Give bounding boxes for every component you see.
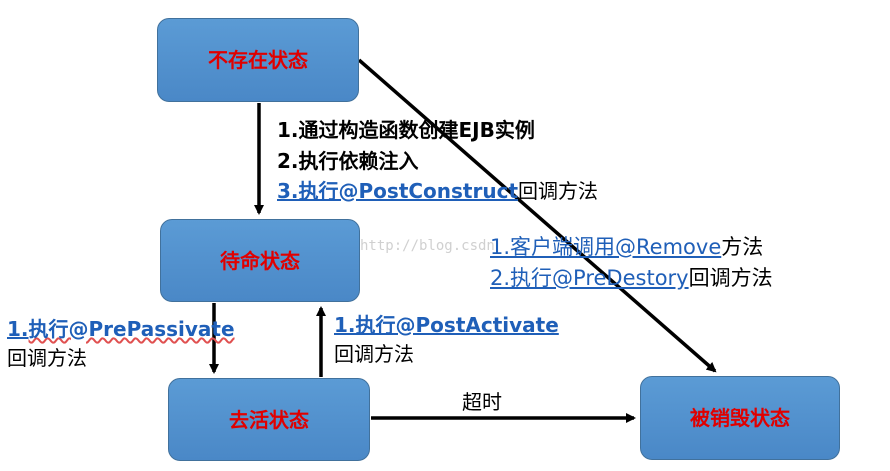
timeout-label: 超时 (462, 390, 502, 414)
create-step-2: 2.执行依赖注入 (277, 151, 419, 171)
activate-step-1: 1.执行@PostActivate (334, 315, 559, 335)
state-nonexistent-label: 不存在状态 (208, 48, 308, 72)
create-step-3: 3.执行@PostConstruct回调方法 (277, 181, 598, 201)
passivate-step-2: 回调方法 (7, 348, 87, 368)
create-step-2-text: 2.执行依赖注入 (277, 149, 419, 173)
destroy-step-2: 2.执行@PreDestory回调方法 (490, 268, 773, 289)
blog-watermark: http://blog.csdn (360, 238, 495, 254)
destroy-step-1-link[interactable]: 1.客户端调用@Remove (490, 235, 722, 259)
activate-step-2: 回调方法 (334, 344, 414, 364)
activate-step-2-text: 回调方法 (334, 342, 414, 366)
passivate-step-2-text: 回调方法 (7, 346, 87, 370)
destroy-step-2-link[interactable]: 2.执行@PreDestory (490, 266, 689, 290)
create-step-3-suffix: 回调方法 (518, 179, 599, 203)
destroy-step-1-suffix: 方法 (721, 235, 764, 259)
state-ready-label: 待命状态 (220, 248, 300, 273)
state-destroyed: 被销毁状态 (640, 376, 840, 460)
destroy-step-2-suffix: 回调方法 (688, 266, 773, 290)
state-passivated-label: 去活状态 (229, 407, 309, 432)
activate-step-1-link[interactable]: 1.执行@PostActivate (334, 313, 559, 337)
passivate-step-1-link[interactable]: 执行@PrePassivate (28, 317, 235, 341)
passivate-step-1: 1.执行@PrePassivate (7, 319, 235, 339)
state-passivated: 去活状态 (168, 378, 370, 461)
create-step-3-link[interactable]: 3.执行@PostConstruct (277, 179, 519, 203)
state-nonexistent: 不存在状态 (157, 18, 359, 102)
arrow-destroy (357, 58, 717, 373)
passivate-step-1-number: 1. (7, 317, 29, 341)
create-step-1: 1.通过构造函数创建EJB实例 (277, 120, 535, 140)
state-ready: 待命状态 (160, 219, 360, 302)
destroy-step-1: 1.客户端调用@Remove方法 (490, 237, 763, 258)
state-destroyed-label: 被销毁状态 (690, 406, 790, 430)
create-step-1-text: 1.通过构造函数创建EJB实例 (277, 118, 535, 142)
